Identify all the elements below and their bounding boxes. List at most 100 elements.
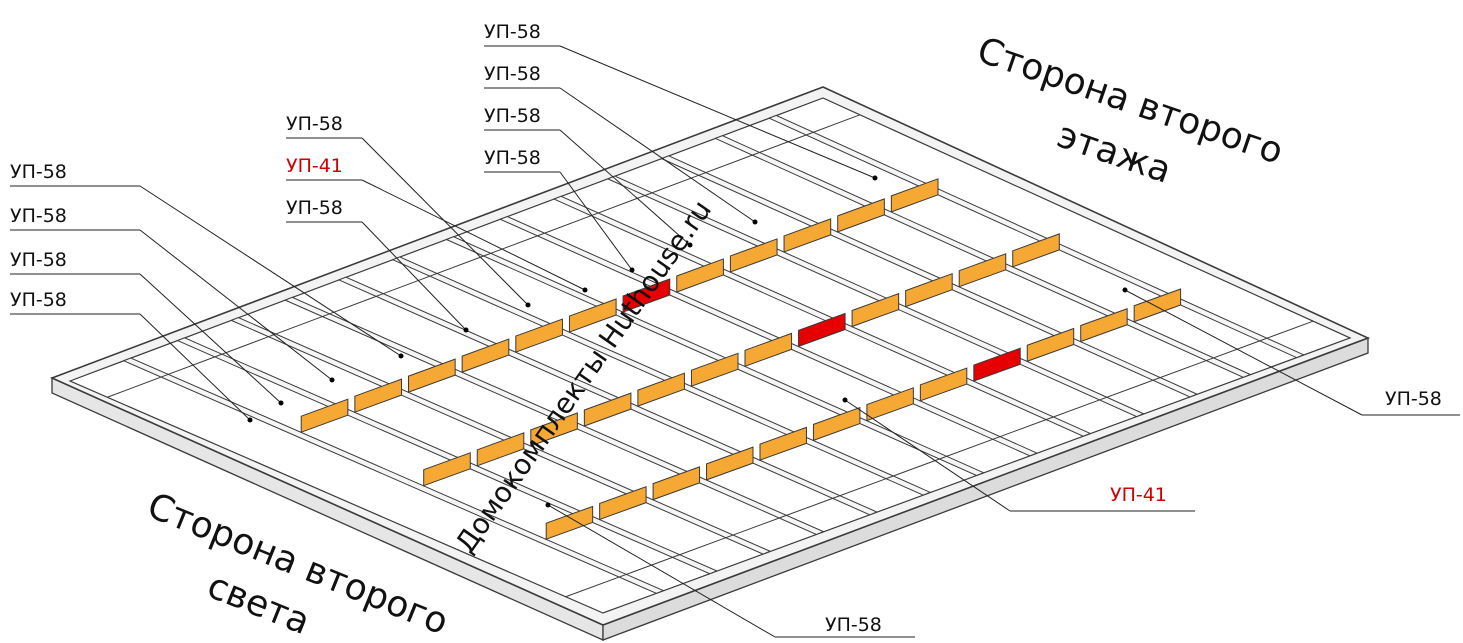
leader-line — [139, 273, 282, 404]
leader-line — [361, 179, 586, 291]
callout-up58: УП-58 — [286, 113, 343, 135]
blocking-up41 — [798, 312, 846, 348]
blocking-up58 — [919, 367, 968, 402]
callout-up58: УП-58 — [484, 21, 541, 43]
blocking-up58 — [1026, 327, 1075, 362]
callout-up58: УП-58 — [10, 205, 67, 227]
leader-dot — [329, 377, 335, 383]
bay-line — [672, 537, 727, 558]
blocking-up58 — [851, 292, 900, 328]
bay-line — [1152, 360, 1207, 381]
bay-line — [698, 154, 753, 176]
blocking-up58 — [423, 452, 471, 487]
bay-line — [1259, 320, 1314, 342]
leader-line — [361, 137, 529, 306]
blocking-up58 — [690, 352, 739, 387]
callout-labels: УП-58УП-58УП-58УП-58УП-58УП-41УП-58УП-58… — [10, 21, 1442, 636]
bay-line — [618, 556, 673, 578]
bay-line — [1046, 399, 1100, 421]
bay-line — [992, 419, 1047, 440]
blocking-up58 — [866, 387, 914, 422]
leader-dot — [582, 287, 588, 293]
bay-line — [107, 376, 162, 398]
leader-dot — [1122, 287, 1128, 293]
bay-line — [214, 336, 269, 358]
leader-dot — [247, 417, 253, 423]
bay-line — [939, 438, 993, 460]
blocking-up58 — [300, 398, 349, 433]
blocking-up58 — [1133, 288, 1182, 323]
blocking-up58 — [905, 272, 953, 308]
leader-lines — [10, 45, 1460, 638]
leader-dot — [398, 353, 404, 359]
blocking-up41 — [973, 347, 1021, 382]
leader-dot — [842, 397, 848, 403]
blocking-up58 — [890, 178, 939, 213]
bay-line — [725, 517, 780, 539]
blocking-up58 — [599, 485, 647, 521]
blocking-up58 — [759, 426, 807, 461]
bay-line — [322, 295, 377, 318]
bay-line — [779, 497, 833, 519]
blocking-up58 — [408, 358, 456, 393]
bay-line — [590, 195, 646, 217]
leader-line — [139, 185, 402, 357]
bay-line — [375, 275, 431, 297]
bay-line — [160, 356, 215, 378]
leader-line — [559, 87, 756, 223]
blocking-up58 — [837, 198, 885, 233]
leader-line — [559, 45, 876, 179]
callout-up58: УП-58 — [10, 249, 67, 271]
blocking-up58 — [783, 218, 832, 253]
blocking-up58 — [583, 392, 632, 427]
blocking-up58 — [568, 298, 617, 333]
bay-line — [1206, 340, 1260, 362]
leader-line — [139, 229, 333, 381]
blocking-up58 — [545, 505, 594, 540]
bay-line — [429, 255, 484, 277]
leader-dot — [629, 267, 635, 273]
blocking-up58 — [476, 432, 525, 467]
callout-up58: УП-58 — [286, 197, 343, 219]
blocking-up58 — [637, 372, 685, 407]
leader-dot — [525, 302, 531, 308]
blocking-up58 — [530, 412, 578, 447]
leader-line — [559, 129, 691, 246]
blocking-up58 — [744, 332, 793, 368]
bay-line — [805, 114, 861, 136]
leader-dot — [545, 502, 551, 508]
callout-up58: УП-58 — [484, 105, 541, 127]
bay-line — [565, 576, 620, 598]
bay-line — [483, 235, 538, 257]
bay-line — [644, 174, 699, 196]
blocking-up41 — [622, 278, 671, 313]
leader-dot — [687, 242, 693, 248]
leader-dot — [872, 175, 878, 181]
blockings — [300, 178, 1182, 540]
bay-line — [752, 134, 807, 156]
blocking-up58 — [1012, 233, 1060, 268]
callout-up58: УП-58 — [825, 614, 882, 636]
bay-line — [832, 478, 887, 499]
leader-dot — [278, 400, 284, 406]
leader-line — [139, 313, 251, 421]
callout-up58: УП-58 — [10, 161, 67, 183]
bay-line — [885, 458, 940, 480]
leader-line — [547, 504, 776, 638]
leader-line — [559, 171, 633, 271]
blocking-up58 — [958, 253, 1007, 288]
leader-dot — [463, 327, 469, 333]
callout-up58: УП-58 — [10, 289, 67, 311]
callout-up58: УП-58 — [484, 147, 541, 169]
leader-dot — [752, 219, 758, 225]
callout-up41: УП-41 — [1110, 484, 1167, 506]
blocking-up58 — [461, 338, 510, 373]
blocking-up58 — [676, 258, 724, 293]
callout-up41: УП-41 — [286, 155, 343, 177]
bay-line — [537, 215, 592, 237]
bay-line — [268, 316, 323, 338]
callout-up58: УП-58 — [1385, 388, 1442, 410]
blocking-up58 — [515, 318, 563, 353]
bay-line — [1099, 379, 1154, 401]
